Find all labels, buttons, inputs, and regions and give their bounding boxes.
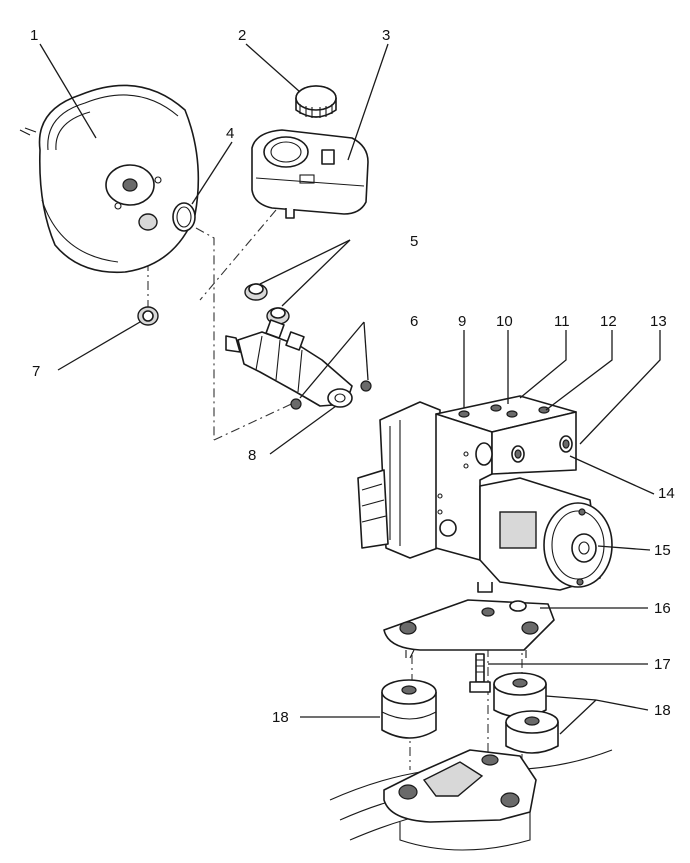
callout-18-left: 18 [272, 709, 289, 726]
callout-15: 15 [654, 542, 671, 559]
mounting-bracket [383, 599, 555, 659]
grommets [244, 283, 290, 325]
callout-10: 10 [496, 313, 513, 330]
callout-11: 11 [554, 313, 570, 330]
callout-12: 12 [600, 313, 617, 330]
callout-labels: 1 2 3 4 5 6 7 8 9 10 11 12 13 14 15 16 1… [30, 27, 675, 726]
support-bracket [329, 749, 613, 851]
o-ring [172, 202, 196, 232]
callout-18-right: 18 [654, 702, 671, 719]
seal [137, 306, 159, 326]
callout-5: 5 [410, 233, 418, 250]
rubber-mounts [381, 672, 559, 754]
callout-8: 8 [248, 447, 256, 464]
leader-lines [39, 43, 661, 735]
callout-2: 2 [238, 27, 246, 44]
callout-1: 1 [30, 27, 38, 44]
rubber-mount-right-lower [505, 710, 559, 754]
callout-6: 6 [410, 313, 418, 330]
callout-3: 3 [382, 27, 390, 44]
callout-13: 13 [650, 313, 667, 330]
callout-14: 14 [658, 485, 675, 502]
rubber-mount-right-upper [493, 672, 547, 718]
master-cylinder [225, 319, 372, 410]
callout-16: 16 [654, 600, 671, 617]
abs-hydraulic-unit [357, 395, 613, 593]
fluid-reservoir [251, 129, 369, 219]
rubber-mount-left [381, 679, 437, 739]
callout-17: 17 [654, 656, 671, 673]
reservoir-cap [295, 85, 337, 118]
bolt [469, 653, 491, 693]
callout-9: 9 [458, 313, 466, 330]
brake-booster [19, 84, 200, 274]
callout-7: 7 [32, 363, 40, 380]
callout-4: 4 [226, 125, 234, 142]
